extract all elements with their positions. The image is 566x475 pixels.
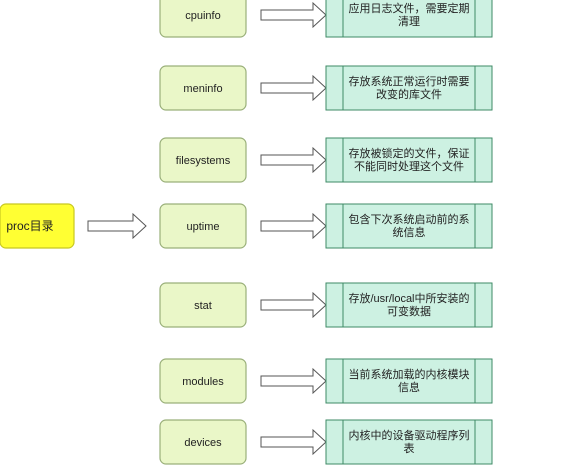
item-label: stat bbox=[194, 300, 212, 312]
item-label: modules bbox=[182, 376, 224, 388]
desc-box bbox=[325, 358, 493, 404]
desc-text-line: 存放/usr/local中所安装的 bbox=[348, 291, 469, 305]
arrow-icon bbox=[260, 291, 327, 319]
desc-box bbox=[325, 419, 493, 465]
desc-text-line: 统信息 bbox=[393, 225, 426, 239]
item-box bbox=[159, 137, 247, 183]
desc-box bbox=[325, 203, 493, 249]
desc-text-line: 改变的库文件 bbox=[376, 87, 442, 101]
item-box bbox=[159, 65, 247, 111]
item-box bbox=[159, 358, 247, 404]
item-label: filesystems bbox=[176, 155, 231, 167]
arrow-icon bbox=[260, 212, 327, 240]
desc-text-line: 表 bbox=[404, 441, 415, 455]
root-arrow-icon bbox=[87, 212, 147, 240]
desc-text-line: 不能同时处理这个文件 bbox=[354, 159, 464, 173]
desc-box bbox=[325, 65, 493, 111]
item-label: cpuinfo bbox=[185, 10, 220, 22]
item-box bbox=[159, 282, 247, 328]
desc-text-line: 信息 bbox=[398, 380, 420, 394]
root-node: proc目录 bbox=[0, 203, 75, 249]
desc-text-line: 内核中的设备驱动程序列 bbox=[349, 428, 470, 442]
arrow-icon bbox=[260, 1, 327, 29]
desc-text-line: 可变数据 bbox=[387, 304, 431, 318]
desc-box bbox=[325, 137, 493, 183]
item-box bbox=[159, 203, 247, 249]
desc-text-line: 存放被锁定的文件，保证 bbox=[349, 146, 470, 160]
item-label: meninfo bbox=[183, 83, 222, 95]
desc-text-line: 包含下次系统启动前的系 bbox=[349, 212, 470, 226]
desc-text-line: 存放系统正常运行时需要 bbox=[349, 74, 470, 88]
desc-text-line: 清理 bbox=[398, 15, 420, 28]
item-label: uptime bbox=[186, 221, 219, 233]
root-node-label: proc目录 bbox=[6, 219, 53, 233]
arrow-icon bbox=[260, 74, 327, 102]
item-box bbox=[159, 419, 247, 465]
arrow-icon bbox=[260, 146, 327, 174]
desc-text-line: 应用日志文件，需要定期 bbox=[349, 1, 470, 15]
root-node-box bbox=[0, 203, 75, 249]
desc-text-line: 当前系统加载的内核模块 bbox=[349, 367, 470, 381]
arrow-icon bbox=[260, 428, 327, 456]
arrow-icon bbox=[260, 367, 327, 395]
desc-box bbox=[325, 0, 493, 38]
item-label: devices bbox=[184, 437, 222, 449]
item-box bbox=[159, 0, 247, 38]
desc-box bbox=[325, 282, 493, 328]
